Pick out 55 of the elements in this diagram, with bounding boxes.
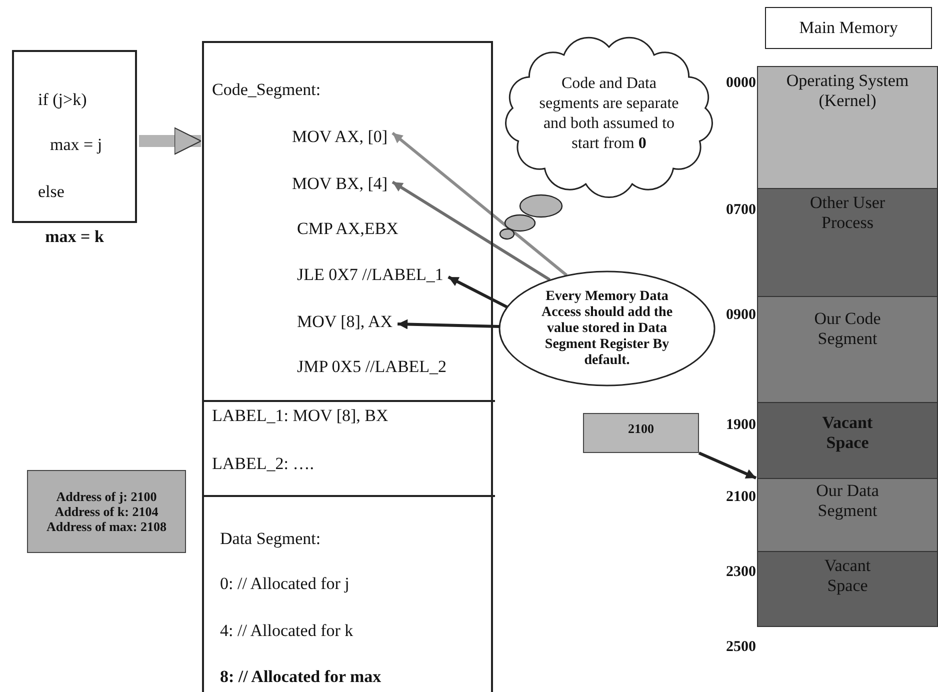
address-box bbox=[27, 470, 186, 553]
code-line: LABEL_2: …. bbox=[212, 454, 314, 474]
code-line: 4: // Allocated for k bbox=[220, 621, 354, 641]
program-box bbox=[202, 41, 493, 692]
arrow bbox=[392, 180, 551, 282]
segment-label: Vacant Space bbox=[823, 556, 872, 596]
callout-ellipse bbox=[498, 270, 716, 387]
address-label: 2100 bbox=[726, 488, 756, 507]
arrow bbox=[398, 319, 500, 330]
instruction-text: JLE 0X7 //LABEL_1 bbox=[297, 265, 444, 285]
segment-label: Our Data Segment bbox=[815, 481, 880, 521]
code-line: LABEL_1: MOV [8], BX bbox=[212, 406, 388, 426]
arrow bbox=[139, 127, 202, 155]
code-line: else bbox=[38, 182, 64, 202]
instruction-text: MOV [8], AX bbox=[297, 312, 393, 332]
code-line: Data Segment: bbox=[220, 529, 321, 549]
memory-segment bbox=[757, 479, 938, 552]
memory-segment bbox=[757, 66, 938, 189]
code-line: 8: // Allocated for max bbox=[220, 667, 382, 687]
instruction-text: MOV BX, [4] bbox=[292, 174, 388, 194]
memory-title-box bbox=[765, 7, 932, 49]
code-line: if (j>k) bbox=[38, 90, 87, 110]
segment-label: Operating System (Kernel) bbox=[785, 71, 910, 111]
callout-text: Every Memory Data Access should add the value stored in Data Segment Register By default. bbox=[540, 288, 674, 368]
memory-segment bbox=[757, 552, 938, 627]
title-text: Main Memory bbox=[799, 18, 898, 38]
address-line: Address of max: 2108 bbox=[46, 519, 166, 534]
address-label: 2500 bbox=[726, 638, 756, 657]
instruction-text: JMP 0X5 //LABEL_2 bbox=[297, 357, 447, 377]
address-label: 0900 bbox=[726, 306, 756, 325]
code-line: max = j bbox=[50, 135, 102, 155]
value-box bbox=[583, 413, 699, 453]
segment-label: Our Code Segment bbox=[813, 309, 882, 349]
instruction-text: MOV AX, [0] bbox=[292, 127, 388, 147]
address-label: 0700 bbox=[726, 201, 756, 220]
caption-text: max = k bbox=[44, 227, 105, 247]
memory-segment bbox=[757, 403, 938, 479]
address-line: Address of k: 2104 bbox=[54, 504, 158, 519]
cloud-text: Code and Data segments are separate and both assumed to start from 0 bbox=[538, 74, 680, 154]
segment-label: Vacant Space bbox=[821, 413, 874, 453]
segment-label: Other User Process bbox=[808, 193, 886, 233]
memory-segment bbox=[757, 297, 938, 403]
address-label: 2300 bbox=[726, 563, 756, 582]
arrow bbox=[448, 276, 508, 308]
arrow bbox=[698, 452, 757, 480]
code-line: 0: // Allocated for j bbox=[220, 574, 350, 594]
instruction-text: CMP AX,EBX bbox=[297, 219, 398, 239]
address-label: 1900 bbox=[726, 416, 756, 435]
address-line: Address of j: 2100 bbox=[56, 489, 157, 504]
address-label: 0000 bbox=[726, 74, 756, 93]
value-text: 2100 bbox=[628, 420, 654, 438]
section-heading: Code_Segment: bbox=[212, 80, 321, 100]
memory-segment bbox=[757, 189, 938, 297]
arrow bbox=[392, 132, 568, 276]
code-box bbox=[12, 50, 137, 223]
